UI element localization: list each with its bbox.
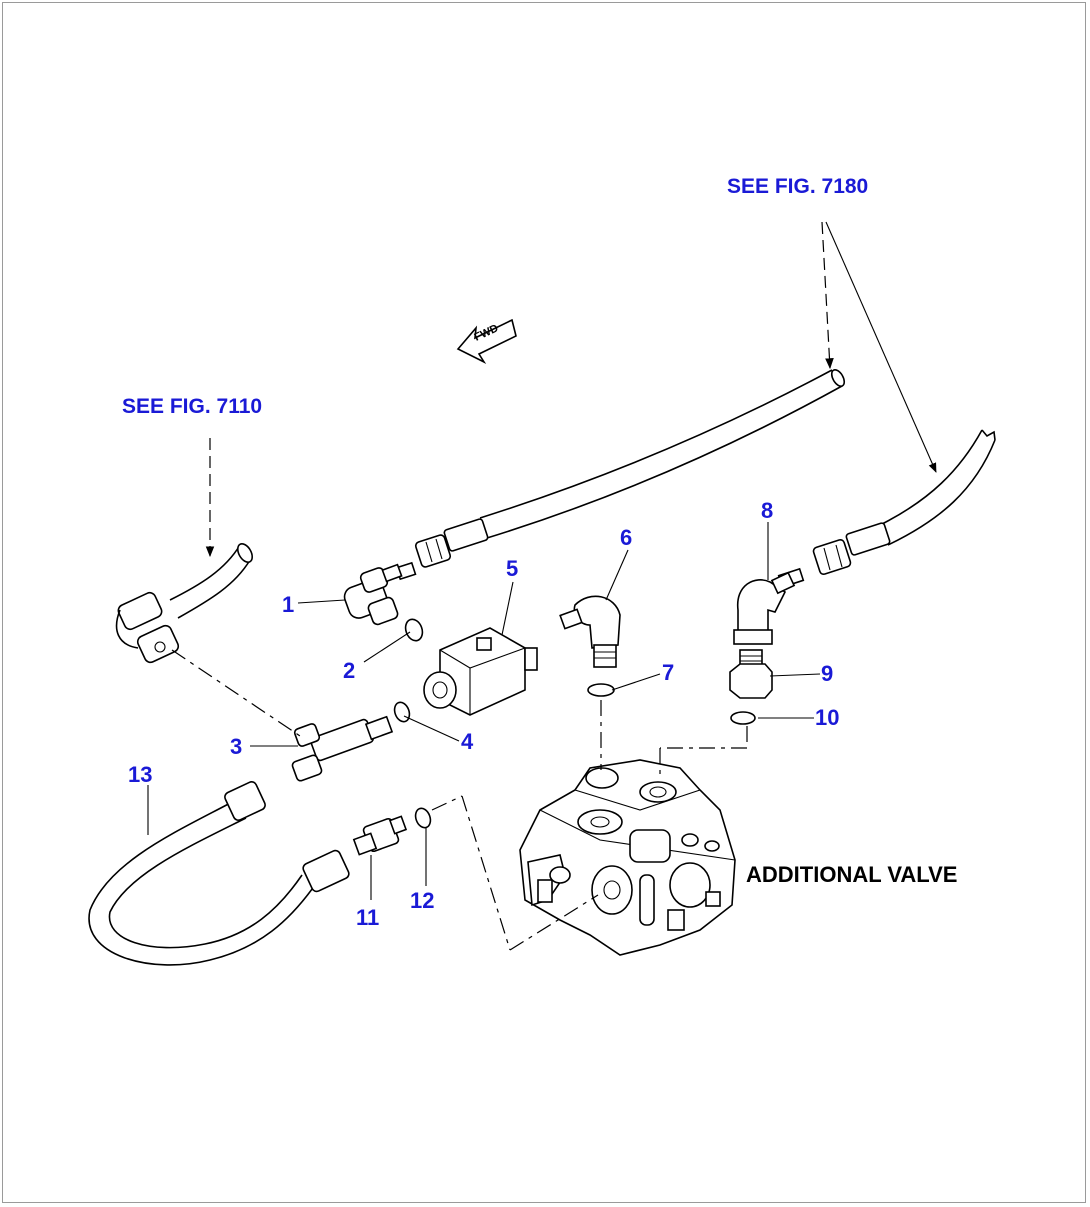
part-number-label: 3 — [230, 734, 243, 759]
part-number-label: 5 — [506, 556, 519, 581]
part-3-tee — [291, 715, 394, 782]
part-5-block — [423, 627, 538, 716]
part-9-adapter — [729, 649, 773, 699]
connection-lines — [171, 649, 748, 951]
part-4-o-ring — [393, 701, 411, 723]
part-number-label: 2 — [343, 658, 356, 683]
part-1-elbow — [343, 563, 403, 626]
reference-label-fig-7180: SEE FIG. 7180 — [727, 175, 869, 198]
part-8-elbow — [733, 571, 796, 645]
part-2-o-ring — [404, 618, 424, 642]
part-7-o-ring — [587, 683, 615, 697]
leader-lines — [147, 522, 821, 900]
part-number-label: 12 — [410, 888, 435, 913]
part-number-label: 9 — [821, 661, 834, 686]
part-number-label: 7 — [662, 660, 675, 685]
part-number-label: 11 — [356, 905, 380, 930]
reference-arrows — [205, 221, 937, 558]
upper-hose — [395, 369, 846, 581]
part-11-fitting — [352, 815, 408, 856]
part-number-label: 4 — [461, 729, 474, 754]
part-12-o-ring — [414, 807, 432, 829]
fwd-arrow-marker — [456, 318, 517, 364]
part-number-label: 13 — [128, 762, 153, 787]
part-10-o-ring — [730, 711, 756, 725]
additional-valve-label: ADDITIONAL VALVE — [746, 862, 958, 887]
part-6-elbow — [559, 595, 621, 668]
part-number-label: 6 — [620, 525, 633, 550]
part-number-label: 1 — [282, 592, 295, 617]
left-hose — [115, 543, 254, 664]
part-number-label: 8 — [761, 498, 774, 523]
additional-valve-body — [519, 759, 736, 956]
reference-label-fig-7110: SEE FIG. 7110 — [122, 395, 263, 418]
part-13-hose — [88, 781, 350, 966]
part-number-label: 10 — [815, 705, 840, 730]
right-hose — [777, 429, 996, 589]
